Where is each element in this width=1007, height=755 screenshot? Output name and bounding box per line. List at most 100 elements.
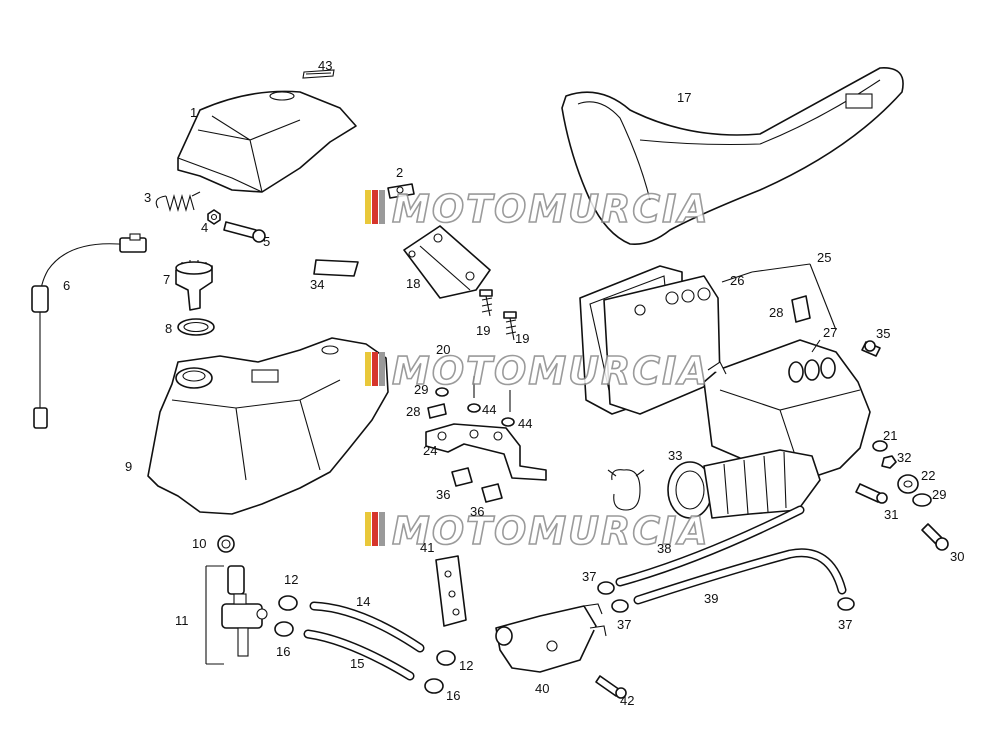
tank-cover — [177, 90, 357, 193]
label-43: 43 — [318, 58, 332, 73]
hose-clip-wire — [607, 469, 645, 511]
air-filter — [579, 265, 721, 415]
label-32: 32 — [897, 450, 911, 465]
clip-16b — [424, 678, 444, 694]
label-44b: 44 — [518, 416, 532, 431]
valve-40 — [495, 603, 607, 673]
label-19b: 19 — [515, 331, 529, 346]
label-28a: 28 — [406, 404, 420, 419]
label-37a: 37 — [582, 569, 596, 584]
leader-lines — [721, 263, 837, 353]
label-27: 27 — [823, 325, 837, 340]
bolt — [223, 221, 266, 243]
label-11: 11 — [175, 613, 189, 628]
label-29a: 29 — [414, 382, 428, 397]
washer-21 — [872, 440, 888, 452]
label-31: 31 — [884, 507, 898, 522]
hose-14 — [309, 601, 425, 653]
washer-44a — [467, 403, 481, 413]
rubber-pad-34 — [313, 259, 359, 277]
label-10: 10 — [192, 536, 206, 551]
label-29b: 29 — [932, 487, 946, 502]
label-26: 26 — [730, 273, 744, 288]
washer-44b — [501, 417, 515, 427]
bolt-35 — [861, 340, 881, 357]
nut — [207, 209, 221, 225]
bracket-41 — [435, 555, 467, 627]
label-24: 24 — [423, 443, 437, 458]
label-4: 4 — [201, 220, 208, 235]
label-37c: 37 — [838, 617, 852, 632]
label-21: 21 — [883, 428, 897, 443]
label-44a: 44 — [482, 402, 496, 417]
clip-37b — [611, 599, 629, 613]
label-6: 6 — [63, 278, 70, 293]
washer-29b — [912, 493, 932, 507]
screw-19a — [479, 289, 493, 317]
decal-43 — [302, 69, 335, 79]
clip-28b — [791, 295, 811, 323]
label-18: 18 — [406, 276, 420, 291]
airbox-27 — [703, 339, 871, 481]
label-17: 17 — [677, 90, 691, 105]
grommet-22 — [897, 474, 919, 494]
label-35: 35 — [876, 326, 890, 341]
label-5: 5 — [263, 234, 270, 249]
label-15: 15 — [350, 656, 364, 671]
bracket-24 — [425, 423, 547, 481]
label-20: 20 — [436, 342, 450, 357]
label-39: 39 — [704, 591, 718, 606]
label-16b: 16 — [446, 688, 460, 703]
label-36a: 36 — [436, 487, 450, 502]
screw-19b — [503, 311, 517, 341]
nut-36a — [451, 467, 473, 487]
fuel-tank — [147, 337, 389, 515]
seat — [561, 67, 904, 246]
label-36b: 36 — [470, 504, 484, 519]
label-1: 1 — [190, 105, 197, 120]
label-16a: 16 — [276, 644, 290, 659]
spring — [155, 191, 201, 213]
label-33: 33 — [668, 448, 682, 463]
clip-37c — [837, 597, 855, 611]
hose-15 — [303, 629, 415, 681]
label-12a: 12 — [284, 572, 298, 587]
watermark-text: MOTOMURCIA — [392, 349, 710, 393]
label-40: 40 — [535, 681, 549, 696]
fuel-sender — [31, 233, 147, 429]
label-41: 41 — [420, 540, 434, 555]
label-25: 25 — [817, 250, 831, 265]
washer-29a — [435, 387, 449, 397]
fuel-tap — [205, 565, 268, 665]
bracket-2 — [387, 183, 415, 199]
hose-clamp-10 — [217, 535, 235, 553]
label-34: 34 — [310, 277, 324, 292]
clip-37a — [597, 581, 615, 595]
part-labels: 43 1 2 3 4 5 6 7 8 9 10 11 12 12 14 15 1… — [63, 58, 964, 708]
hose-39 — [633, 548, 847, 605]
clip-28a — [427, 403, 447, 419]
label-19a: 19 — [476, 323, 490, 338]
watermark-text: MOTOMURCIA — [392, 509, 710, 553]
clip-12a — [278, 595, 298, 611]
fuel-cap — [175, 260, 213, 311]
nut-36b — [481, 483, 503, 503]
label-42: 42 — [620, 693, 634, 708]
label-8: 8 — [165, 321, 172, 336]
watermark-text: MOTOMURCIA — [392, 187, 710, 231]
label-3: 3 — [144, 190, 151, 205]
label-28b: 28 — [769, 305, 783, 320]
label-2: 2 — [396, 165, 403, 180]
intake-duct-33 — [667, 449, 821, 519]
screw-31 — [855, 483, 888, 504]
label-9: 9 — [125, 459, 132, 474]
watermark-middle: MOTOMURCIA — [365, 348, 710, 394]
label-30: 30 — [950, 549, 964, 564]
nut-32 — [881, 455, 897, 469]
label-38: 38 — [657, 541, 671, 556]
label-37b: 37 — [617, 617, 631, 632]
label-22: 22 — [921, 468, 935, 483]
cap-seal — [177, 318, 215, 336]
